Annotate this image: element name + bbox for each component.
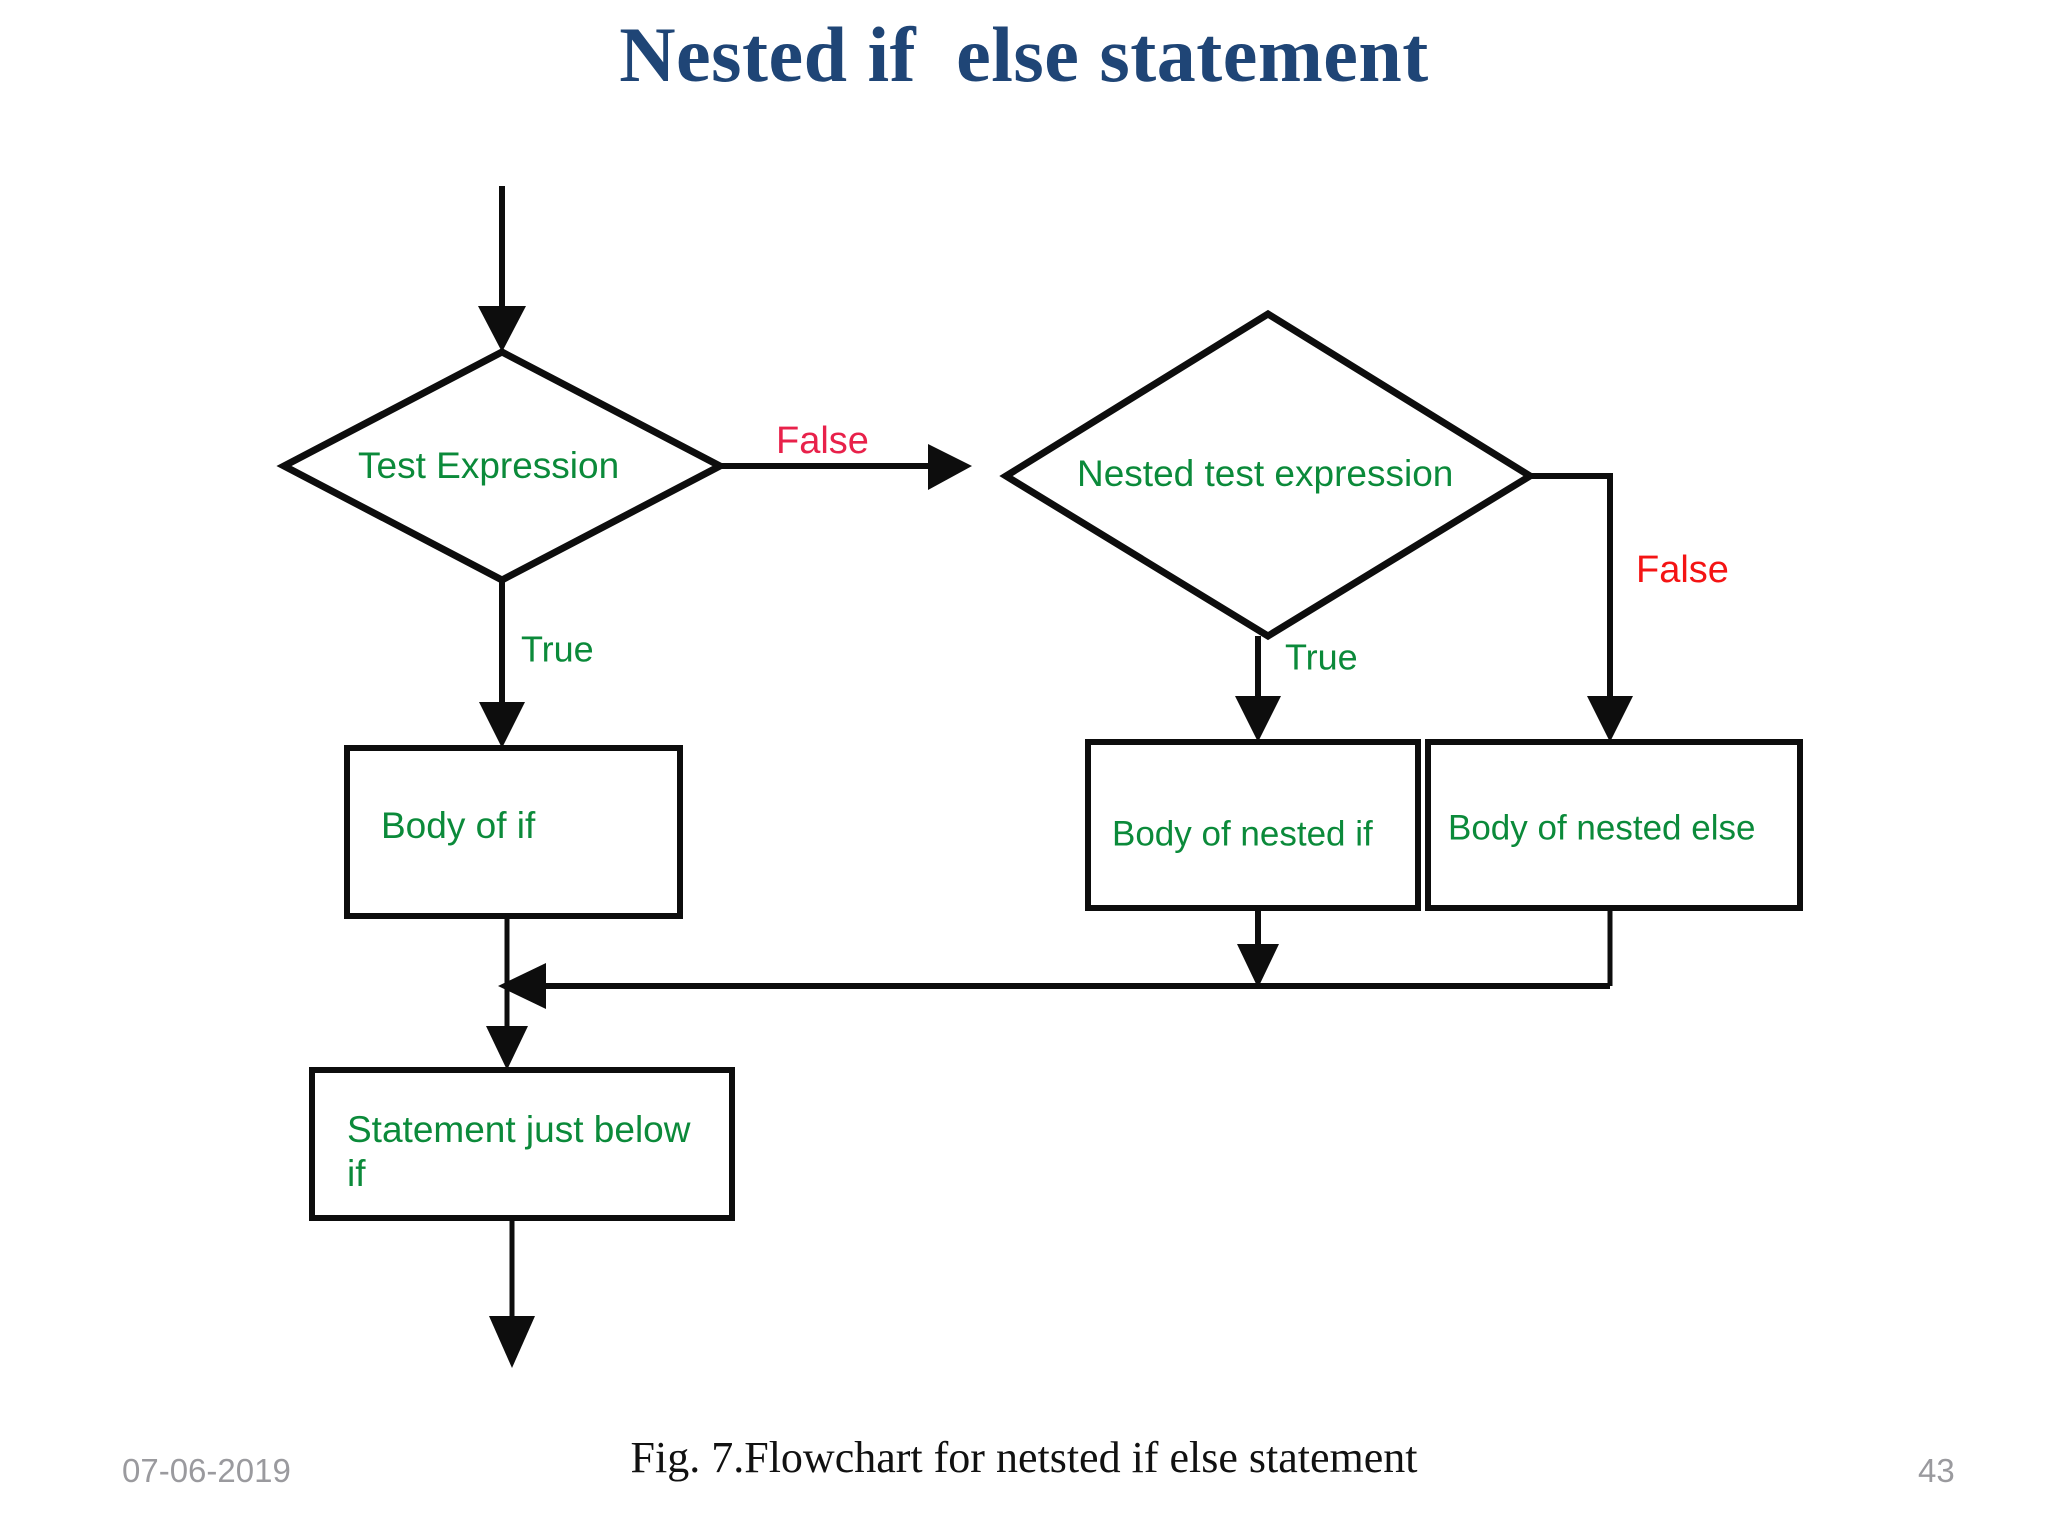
node-statement-just-below-if[interactable]: Statement just below if	[309, 1067, 735, 1221]
node-test-expression-label: Test Expression	[358, 445, 619, 486]
edge-exit-arrow	[489, 1218, 535, 1368]
node-body-of-nested-else-label: Body of nested else	[1448, 808, 1755, 847]
node-test-expression[interactable]: Test Expression	[276, 348, 728, 584]
node-body-of-nested-if[interactable]: Body of nested if	[1085, 739, 1421, 911]
edge-label-test-false: False	[776, 420, 869, 462]
node-statement-just-below-if-label-line2: if	[347, 1153, 366, 1194]
edge-nested-false: False	[1530, 473, 1729, 742]
edge-entry-arrow	[478, 186, 526, 352]
node-body-of-if-label: Body of if	[381, 805, 536, 846]
node-nested-test-label: Nested test expression	[1077, 453, 1453, 494]
page-title: Nested if else statement	[619, 11, 1429, 98]
footer-page-number: 43	[1918, 1452, 1955, 1489]
edge-test-false: False	[720, 420, 972, 490]
edge-merge-to-statement	[486, 986, 528, 1070]
edge-label-nested-true: True	[1285, 637, 1358, 678]
figure-caption: Fig. 7.Flowchart for netsted if else sta…	[630, 1433, 1418, 1482]
edge-nested-true: True	[1235, 636, 1358, 742]
node-nested-test-expression[interactable]: Nested test expression	[999, 309, 1537, 641]
edge-merge-junction	[498, 908, 1613, 1009]
edge-label-test-true: True	[521, 629, 594, 670]
footer-date: 07-06-2019	[122, 1452, 291, 1489]
node-body-of-nested-if-label: Body of nested if	[1112, 814, 1373, 853]
node-body-of-if[interactable]: Body of if	[344, 745, 683, 919]
node-statement-just-below-if-label-line1: Statement just below	[347, 1109, 691, 1150]
node-body-of-nested-else[interactable]: Body of nested else	[1425, 739, 1803, 911]
edge-label-nested-false: False	[1636, 549, 1729, 591]
edge-test-true: True	[479, 580, 594, 748]
